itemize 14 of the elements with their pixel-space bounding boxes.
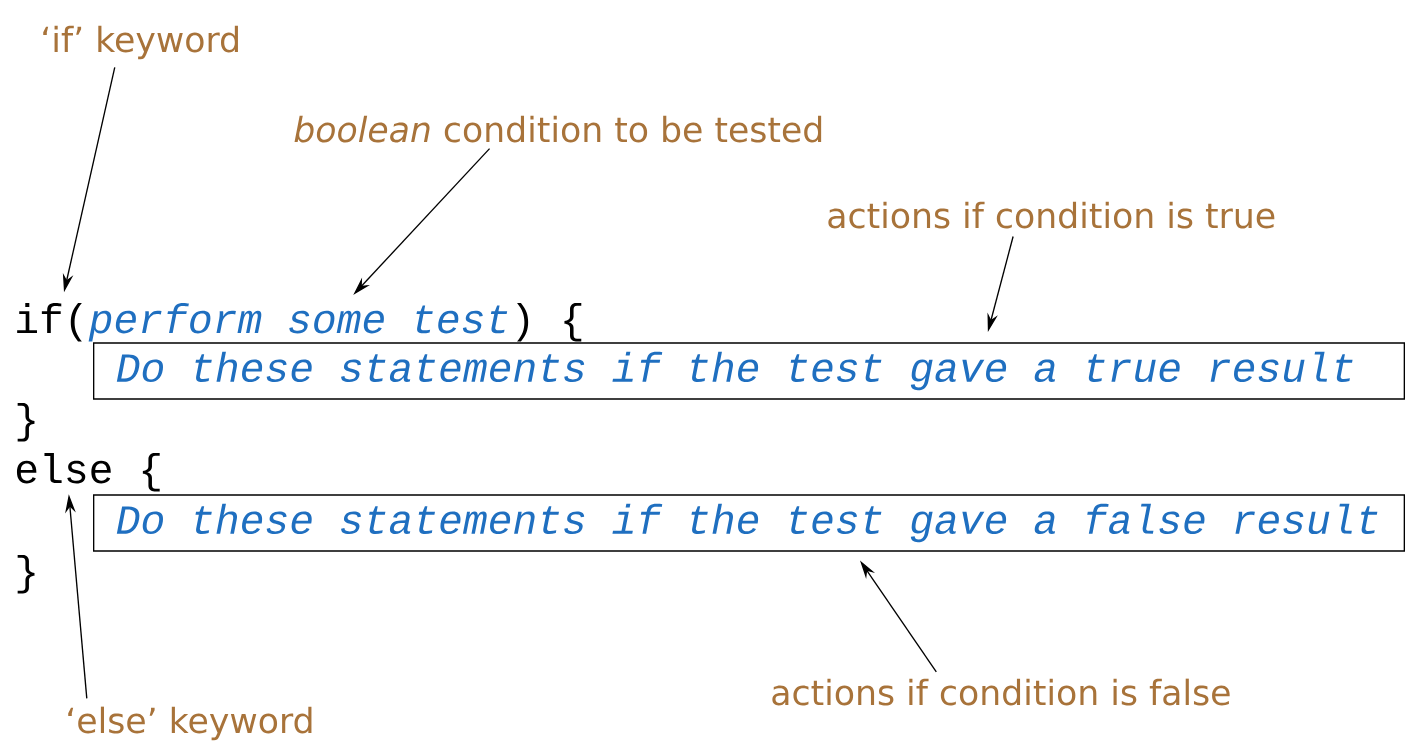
annotation-text: ‘else’ keyword [68, 706, 312, 741]
statement-box: Do these statements if the test gave a false result [93, 494, 1405, 552]
code-keyword: if [17, 303, 62, 333]
code-bracket: { [142, 453, 160, 492]
annotation-text: ‘if’ keyword [43, 25, 238, 60]
code-text: perform some test [88, 303, 508, 342]
code-bracket: } [17, 555, 35, 594]
code-bracket: ( [70, 303, 82, 342]
code-keyword: else [16, 453, 111, 484]
annotation-text: actions if condition is false [772, 678, 1230, 706]
annotation-text: actions if condition is true [828, 201, 1275, 229]
code-bracket: } [17, 403, 35, 442]
annotation-text: boolean condition to be tested [294, 115, 822, 143]
statement-box: Do these statements if the test gave a true result [93, 342, 1405, 400]
